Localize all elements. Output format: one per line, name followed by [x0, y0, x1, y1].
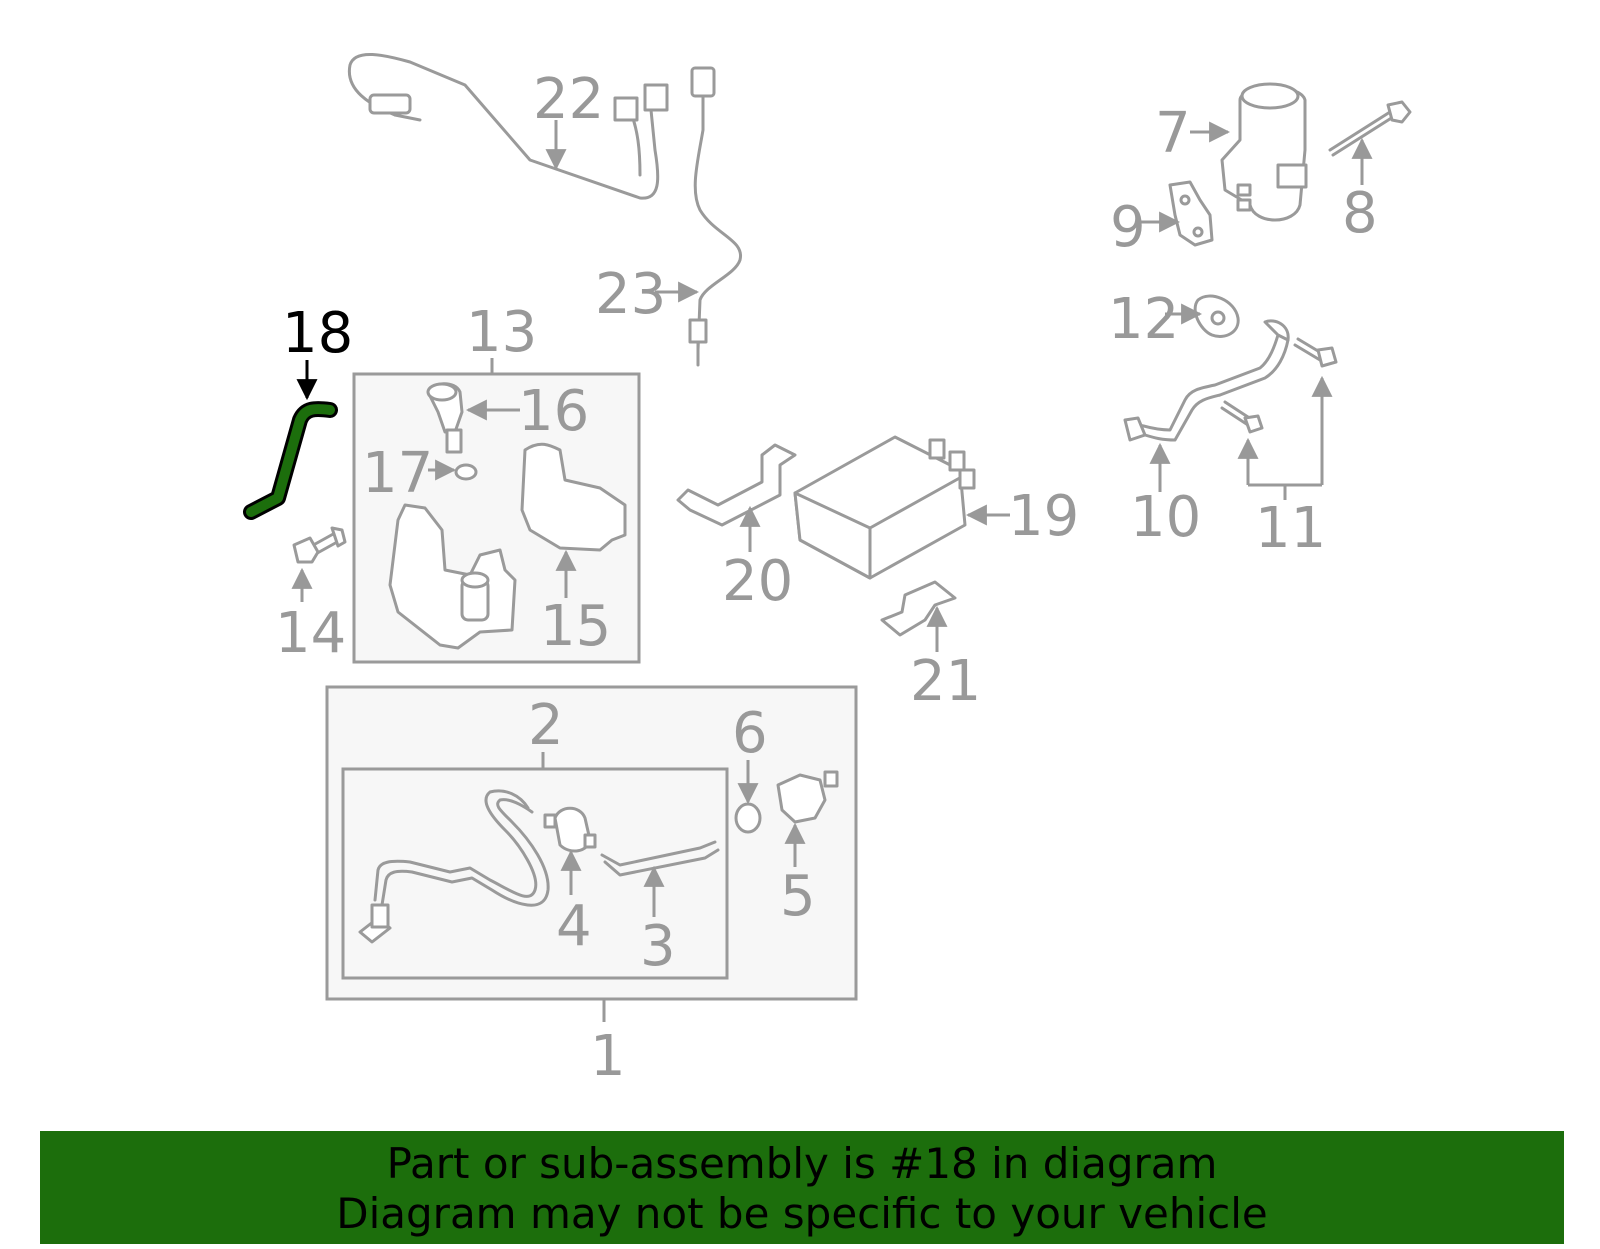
- label-9: 9: [1110, 195, 1146, 260]
- part-14-bolt[interactable]: [291, 526, 347, 602]
- part-13-bracket[interactable]: [388, 503, 517, 650]
- part-9-gasket[interactable]: [1138, 180, 1214, 247]
- part-2-hose[interactable]: [358, 789, 550, 944]
- label-3: 3: [640, 914, 676, 979]
- label-15: 15: [540, 594, 611, 659]
- label-21: 21: [910, 649, 981, 714]
- label-22: 22: [533, 67, 604, 132]
- part-18-highlight: [246, 404, 335, 517]
- label-8: 8: [1342, 181, 1378, 246]
- notice-line-1: Part or sub-assembly is #18 in diagram: [386, 1139, 1218, 1188]
- part-4-valve[interactable]: [543, 806, 597, 895]
- part-10-pipe[interactable]: [1123, 319, 1290, 492]
- label-11: 11: [1255, 496, 1326, 561]
- part-15-cover[interactable]: [520, 442, 627, 598]
- part-11-bolts[interactable]: [1220, 337, 1338, 500]
- label-5: 5: [780, 864, 816, 929]
- part-21-bracket[interactable]: [880, 580, 957, 652]
- label-14: 14: [275, 601, 346, 666]
- notice-banner: Part or sub-assembly is #18 in diagram D…: [40, 1131, 1564, 1244]
- label-10: 10: [1130, 485, 1201, 550]
- label-19: 19: [1008, 484, 1079, 549]
- part-17-oring[interactable]: [428, 459, 478, 481]
- label-16: 16: [518, 379, 589, 444]
- part-3-hose[interactable]: [600, 840, 720, 917]
- part-23-sensor[interactable]: [655, 66, 742, 367]
- label-7: 7: [1155, 101, 1191, 166]
- label-4: 4: [556, 894, 592, 959]
- part-16-valve[interactable]: [426, 382, 520, 454]
- label-18: 18: [282, 301, 353, 366]
- part-8-bolt[interactable]: [1328, 100, 1412, 185]
- label-17: 17: [362, 441, 433, 506]
- part-5-solenoid[interactable]: [776, 770, 839, 867]
- label-1: 1: [590, 1024, 626, 1089]
- part-7-valve[interactable]: [1190, 82, 1308, 222]
- part-6-clamp[interactable]: [734, 760, 762, 834]
- part-18-hose[interactable]: [243, 360, 338, 520]
- label-13: 13: [466, 300, 537, 365]
- label-12: 12: [1108, 287, 1179, 352]
- label-2: 2: [528, 693, 564, 758]
- part-19-canister[interactable]: [793, 435, 1010, 580]
- part-22-harness[interactable]: [347, 52, 669, 200]
- label-6: 6: [732, 701, 768, 766]
- label-23: 23: [595, 262, 666, 327]
- notice-line-2: Diagram may not be specific to your vehi…: [336, 1189, 1268, 1238]
- label-20: 20: [722, 549, 793, 614]
- part-12-gasket[interactable]: [1165, 294, 1240, 338]
- part-20-bracket[interactable]: [676, 443, 797, 552]
